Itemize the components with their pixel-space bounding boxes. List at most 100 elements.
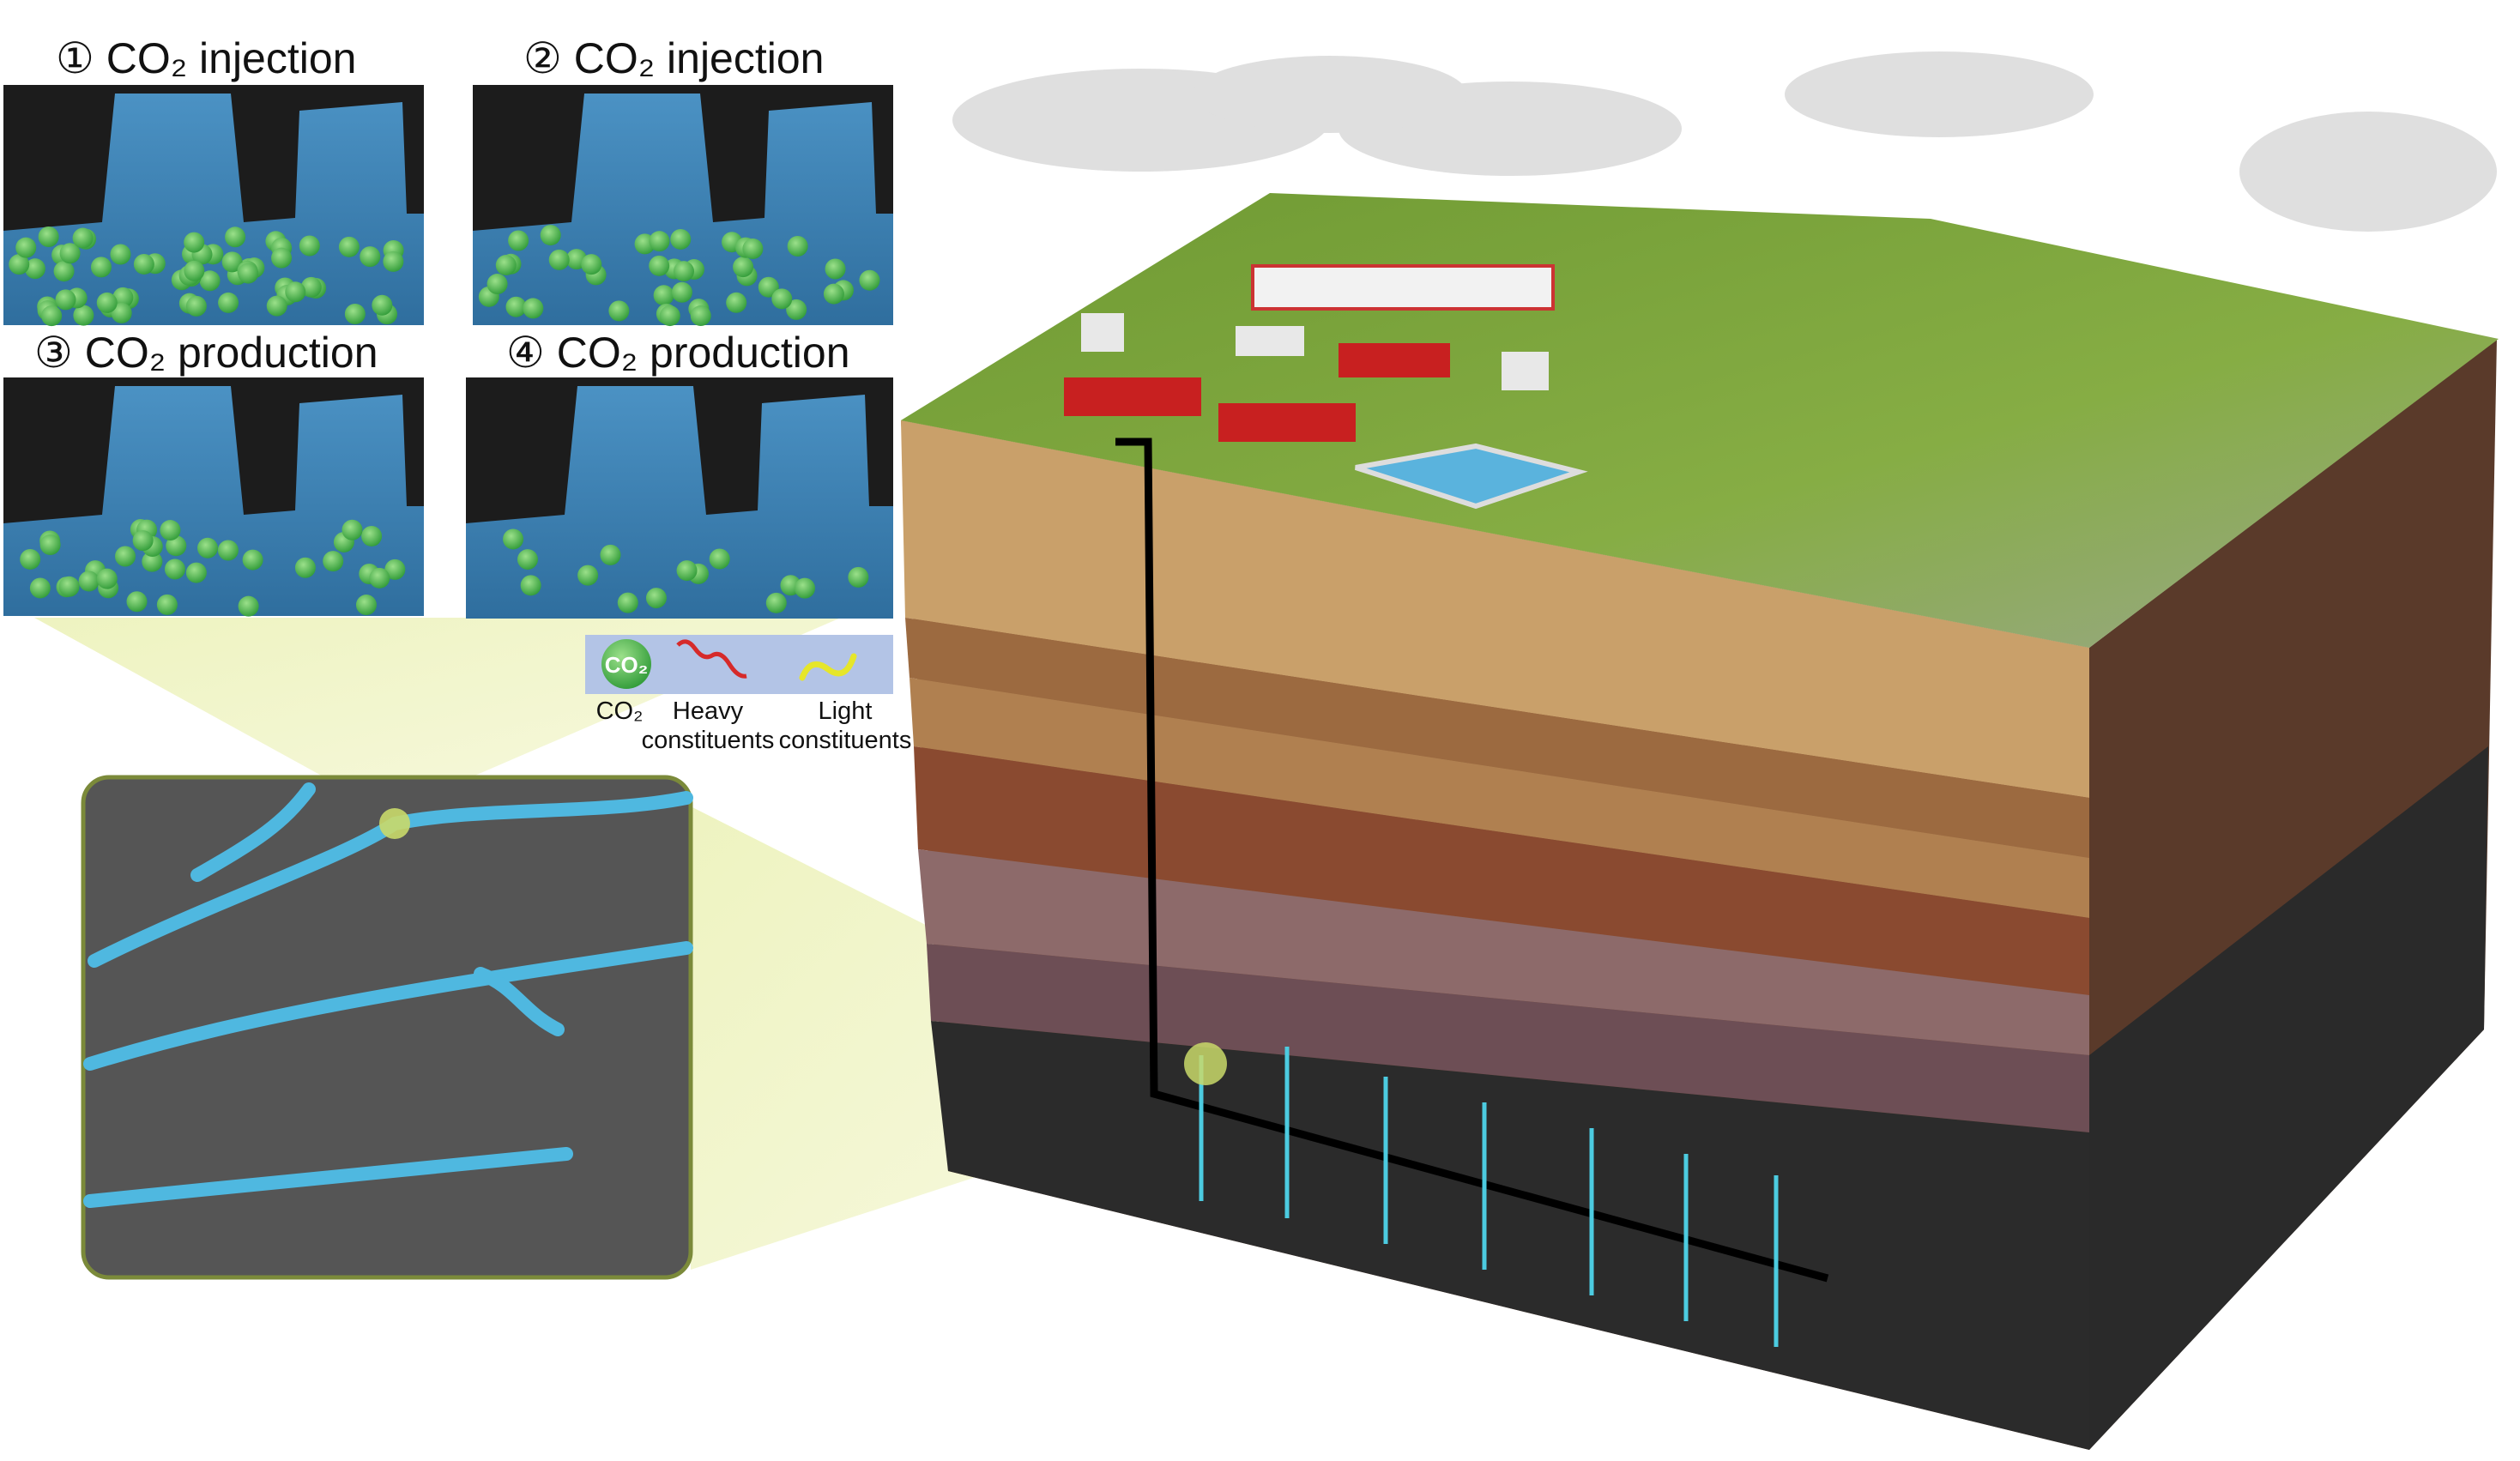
co2-molecule xyxy=(41,305,63,327)
svg-text:CO₂: CO₂ xyxy=(605,652,649,678)
co2-molecule xyxy=(78,571,100,592)
co2-molecule xyxy=(218,292,239,313)
co2-molecule xyxy=(111,302,132,323)
co2-molecule xyxy=(848,566,869,588)
clouds xyxy=(952,51,2497,232)
zoom-marker-well xyxy=(1184,1042,1227,1085)
co2-molecule xyxy=(126,591,148,613)
co2-molecule xyxy=(608,300,630,322)
co2-molecule xyxy=(709,548,730,570)
co2-molecule xyxy=(29,577,51,599)
co2-molecule xyxy=(115,546,136,567)
co2-molecule xyxy=(384,558,406,580)
co2-molecule xyxy=(53,261,75,282)
co2-molecule xyxy=(495,255,517,276)
co2-molecule xyxy=(110,244,131,265)
water-pond xyxy=(1355,443,1588,510)
co2-molecule xyxy=(758,276,779,298)
co2-molecule xyxy=(653,285,674,306)
co2-molecule xyxy=(659,305,680,327)
co2-molecule xyxy=(823,283,844,305)
co2-molecule xyxy=(96,568,118,589)
svg-text:CO₂: CO₂ xyxy=(596,697,644,725)
co2-molecule xyxy=(55,289,76,311)
co2-molecule xyxy=(577,564,599,586)
co2-molecule xyxy=(517,549,538,571)
co2-molecule xyxy=(166,535,187,557)
co2-molecule xyxy=(690,305,711,327)
co2-molecule xyxy=(72,227,94,249)
co2-molecule xyxy=(649,255,670,276)
co2-molecule xyxy=(355,595,377,616)
co2-molecule xyxy=(671,281,692,303)
co2-molecule xyxy=(323,551,344,572)
light-constituent-icon xyxy=(799,653,857,681)
heavy-constituent-icon xyxy=(676,639,747,679)
co2-molecule xyxy=(185,562,207,583)
co2-molecule xyxy=(649,231,670,252)
co2-molecule xyxy=(20,548,41,570)
co2-molecule xyxy=(197,537,219,558)
block-front-face xyxy=(901,420,2089,1450)
co2-molecule xyxy=(164,558,185,580)
co2-molecule xyxy=(369,567,390,589)
co2-molecule xyxy=(786,299,807,320)
co2-molecule xyxy=(132,530,154,552)
co2-molecule xyxy=(299,235,320,257)
co2-molecule xyxy=(825,258,846,280)
co2-molecule xyxy=(73,305,94,326)
hydraulic-fractures xyxy=(1199,1047,1779,1347)
co2-molecule xyxy=(285,281,306,303)
co2-molecule xyxy=(156,594,178,615)
co2-molecule xyxy=(600,544,621,565)
svg-text:constituents: constituents xyxy=(642,727,775,754)
co2-molecule xyxy=(38,226,59,247)
co2-molecule xyxy=(508,230,529,251)
co2-molecule xyxy=(676,560,698,582)
co2-molecule xyxy=(726,292,747,313)
co2-molecule xyxy=(184,232,205,253)
co2-molecule xyxy=(300,276,322,298)
co2-molecule xyxy=(859,269,880,291)
co2-molecule xyxy=(361,525,383,546)
zoom-marker-pore xyxy=(379,808,410,839)
co2-molecule xyxy=(486,274,508,295)
co2-molecule xyxy=(24,258,45,280)
co2-molecule-icon xyxy=(601,639,651,689)
co2-molecule xyxy=(733,257,754,278)
co2-molecule xyxy=(670,228,692,250)
co2-molecule xyxy=(674,261,695,282)
co2-molecule xyxy=(795,577,816,599)
co2-molecule xyxy=(266,295,287,317)
panel-1-title: ① CO₂ injection xyxy=(56,34,356,82)
co2-molecule xyxy=(645,588,667,609)
co2-molecule xyxy=(338,236,360,257)
co2-molecules xyxy=(9,225,880,617)
co2-molecule xyxy=(9,254,30,275)
co2-molecule xyxy=(199,270,221,292)
co2-molecule xyxy=(59,243,81,264)
co2-molecule xyxy=(15,237,37,258)
co2-molecule xyxy=(523,298,544,319)
co2-molecule xyxy=(225,226,246,248)
co2-molecule xyxy=(184,260,205,281)
panel-2-title: ② CO₂ injection xyxy=(523,34,824,82)
co2-molecule xyxy=(96,292,118,313)
co2-molecule xyxy=(540,225,561,246)
co2-molecule xyxy=(372,294,393,316)
panel-4-title: ④ CO₂ production xyxy=(506,329,850,377)
horizontal-well xyxy=(1115,438,1829,1283)
co2-molecule xyxy=(520,575,541,596)
co2-molecule xyxy=(185,295,207,317)
co2-molecule xyxy=(294,557,316,578)
pore-panel-3 xyxy=(3,377,424,616)
co2-molecule xyxy=(238,595,259,617)
co2-molecule xyxy=(503,528,524,550)
co2-molecule xyxy=(217,540,239,561)
svg-text:Heavy: Heavy xyxy=(673,697,744,725)
co2-molecule xyxy=(581,254,602,275)
co2-molecule xyxy=(341,519,363,540)
co2-molecule xyxy=(242,549,263,571)
svg-text:Light: Light xyxy=(819,697,873,725)
